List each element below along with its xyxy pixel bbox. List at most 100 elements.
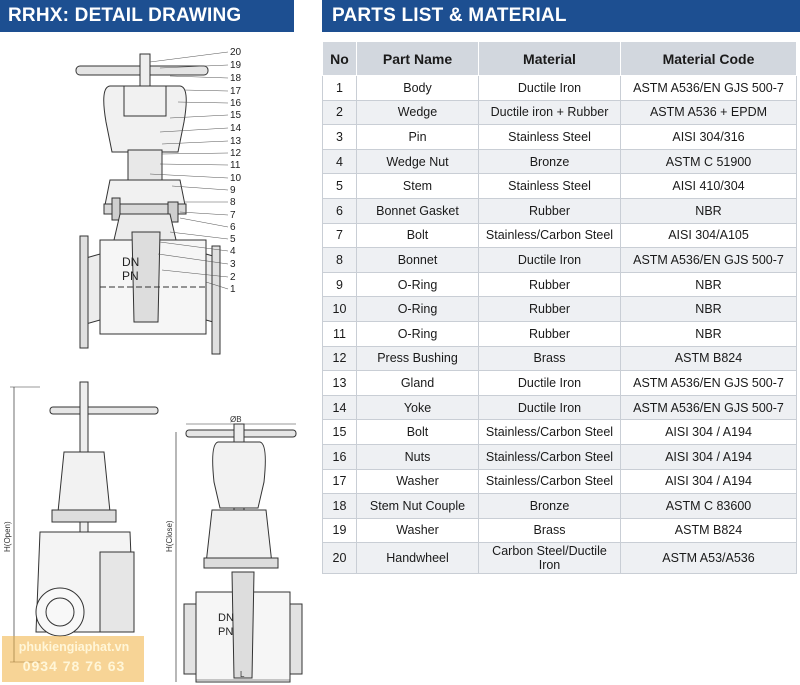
column-header-part-name: Part Name — [356, 41, 479, 76]
table-cell: Handwheel — [356, 542, 479, 575]
table-cell: 2 — [322, 99, 357, 126]
table-cell: Body — [356, 75, 479, 101]
table-cell: 14 — [322, 394, 357, 421]
table-cell: Bolt — [356, 419, 479, 445]
callout-6: 6 — [230, 222, 236, 233]
table-cell: AISI 304/316 — [620, 124, 797, 150]
table-cell: Stainless Steel — [478, 124, 621, 150]
part-callouts: 20 19 18 17 16 15 14 13 12 11 10 9 8 7 6… — [230, 47, 242, 295]
table-cell: 11 — [322, 320, 357, 347]
table-cell: 8 — [322, 247, 357, 273]
table-cell: 10 — [322, 296, 357, 322]
table-cell: Carbon Steel/Ductile Iron — [478, 542, 621, 575]
table-cell: 15 — [322, 419, 357, 445]
gland-shape — [127, 149, 163, 181]
table-cell: ASTM B824 — [620, 517, 797, 544]
table-cell: Stainless Steel — [478, 173, 621, 199]
callout-2: 2 — [230, 272, 236, 283]
table-cell: Stainless/Carbon Steel — [478, 443, 621, 470]
callout-4: 4 — [230, 246, 236, 257]
callout-12: 12 — [230, 148, 242, 159]
table-cell: Bolt — [356, 222, 479, 249]
callout-11: 11 — [230, 160, 241, 171]
table-cell: Brass — [478, 517, 621, 544]
table-cell: Press Bushing — [356, 345, 479, 372]
callout-9: 9 — [230, 185, 236, 196]
table-cell: ASTM A536/EN GJS 500-7 — [620, 75, 797, 101]
dn-label: DN — [122, 255, 139, 269]
table-cell: 3 — [322, 124, 357, 150]
callout-18: 18 — [230, 73, 242, 84]
callout-19: 19 — [230, 60, 242, 71]
b-dim-label: ØB — [230, 415, 242, 424]
table-cell: Nuts — [356, 443, 479, 470]
yoke-shape — [103, 85, 187, 153]
table-cell: ASTM A536/EN GJS 500-7 — [620, 394, 797, 421]
pn-label: PN — [122, 269, 139, 283]
table-cell: 19 — [322, 517, 357, 544]
table-cell: Pin — [356, 124, 479, 150]
watermark: phukiengiaphat.vn 0934 78 76 63 — [2, 636, 144, 682]
callout-3: 3 — [230, 259, 236, 270]
drawing-section-header: RRHX: DETAIL DRAWING — [0, 0, 294, 32]
table-cell: Wedge — [356, 99, 479, 126]
closed-position-view: ØB DN PN H(Close) L — [165, 415, 303, 683]
callout-15: 15 — [230, 110, 242, 121]
table-cell: Stainless/Carbon Steel — [478, 222, 621, 249]
table-cell: Ductile Iron — [478, 75, 621, 101]
column-header-material-code: Material Code — [620, 41, 797, 76]
valve-drawing-area: DN PN 20 19 18 17 16 15 1 — [0, 32, 318, 685]
table-cell: ASTM B824 — [620, 345, 797, 372]
parts-table-header: No Part Name Material Material Code — [322, 41, 797, 76]
table-cell: ASTM A53/A536 — [620, 542, 797, 575]
table-cell: 13 — [322, 370, 357, 396]
table-cell: Stem Nut Couple — [356, 493, 479, 519]
callout-10: 10 — [230, 173, 242, 184]
l-dim-label: L — [240, 670, 245, 679]
table-cell: ASTM A536 + EPDM — [620, 99, 797, 126]
table-cell: Gland — [356, 370, 479, 396]
table-cell: 4 — [322, 148, 357, 175]
table-cell: Rubber — [478, 296, 621, 322]
table-cell: AISI 304 / A194 — [620, 468, 797, 495]
wedge-shape — [131, 231, 161, 323]
table-cell: Bonnet Gasket — [356, 197, 479, 224]
callout-16: 16 — [230, 98, 242, 109]
main-sectional-view: DN PN — [75, 51, 229, 355]
table-cell: Yoke — [356, 394, 479, 421]
table-cell: O-Ring — [356, 271, 479, 298]
table-cell: Washer — [356, 468, 479, 495]
callout-14: 14 — [230, 123, 242, 134]
valve-technical-drawing: DN PN 20 19 18 17 16 15 1 — [3, 47, 303, 683]
table-cell: 6 — [322, 197, 357, 224]
h-open-label: H(Open) — [3, 521, 12, 552]
column-header-material: Material — [478, 41, 621, 76]
watermark-site: phukiengiaphat.vn — [18, 640, 130, 654]
table-cell: Brass — [478, 345, 621, 372]
table-cell: Bonnet — [356, 247, 479, 273]
table-cell: NBR — [620, 271, 797, 298]
yoke-inner — [123, 85, 167, 117]
table-cell: Ductile Iron — [478, 247, 621, 273]
table-cell: O-Ring — [356, 320, 479, 347]
table-cell: 17 — [322, 468, 357, 495]
table-cell: 1 — [322, 75, 357, 101]
